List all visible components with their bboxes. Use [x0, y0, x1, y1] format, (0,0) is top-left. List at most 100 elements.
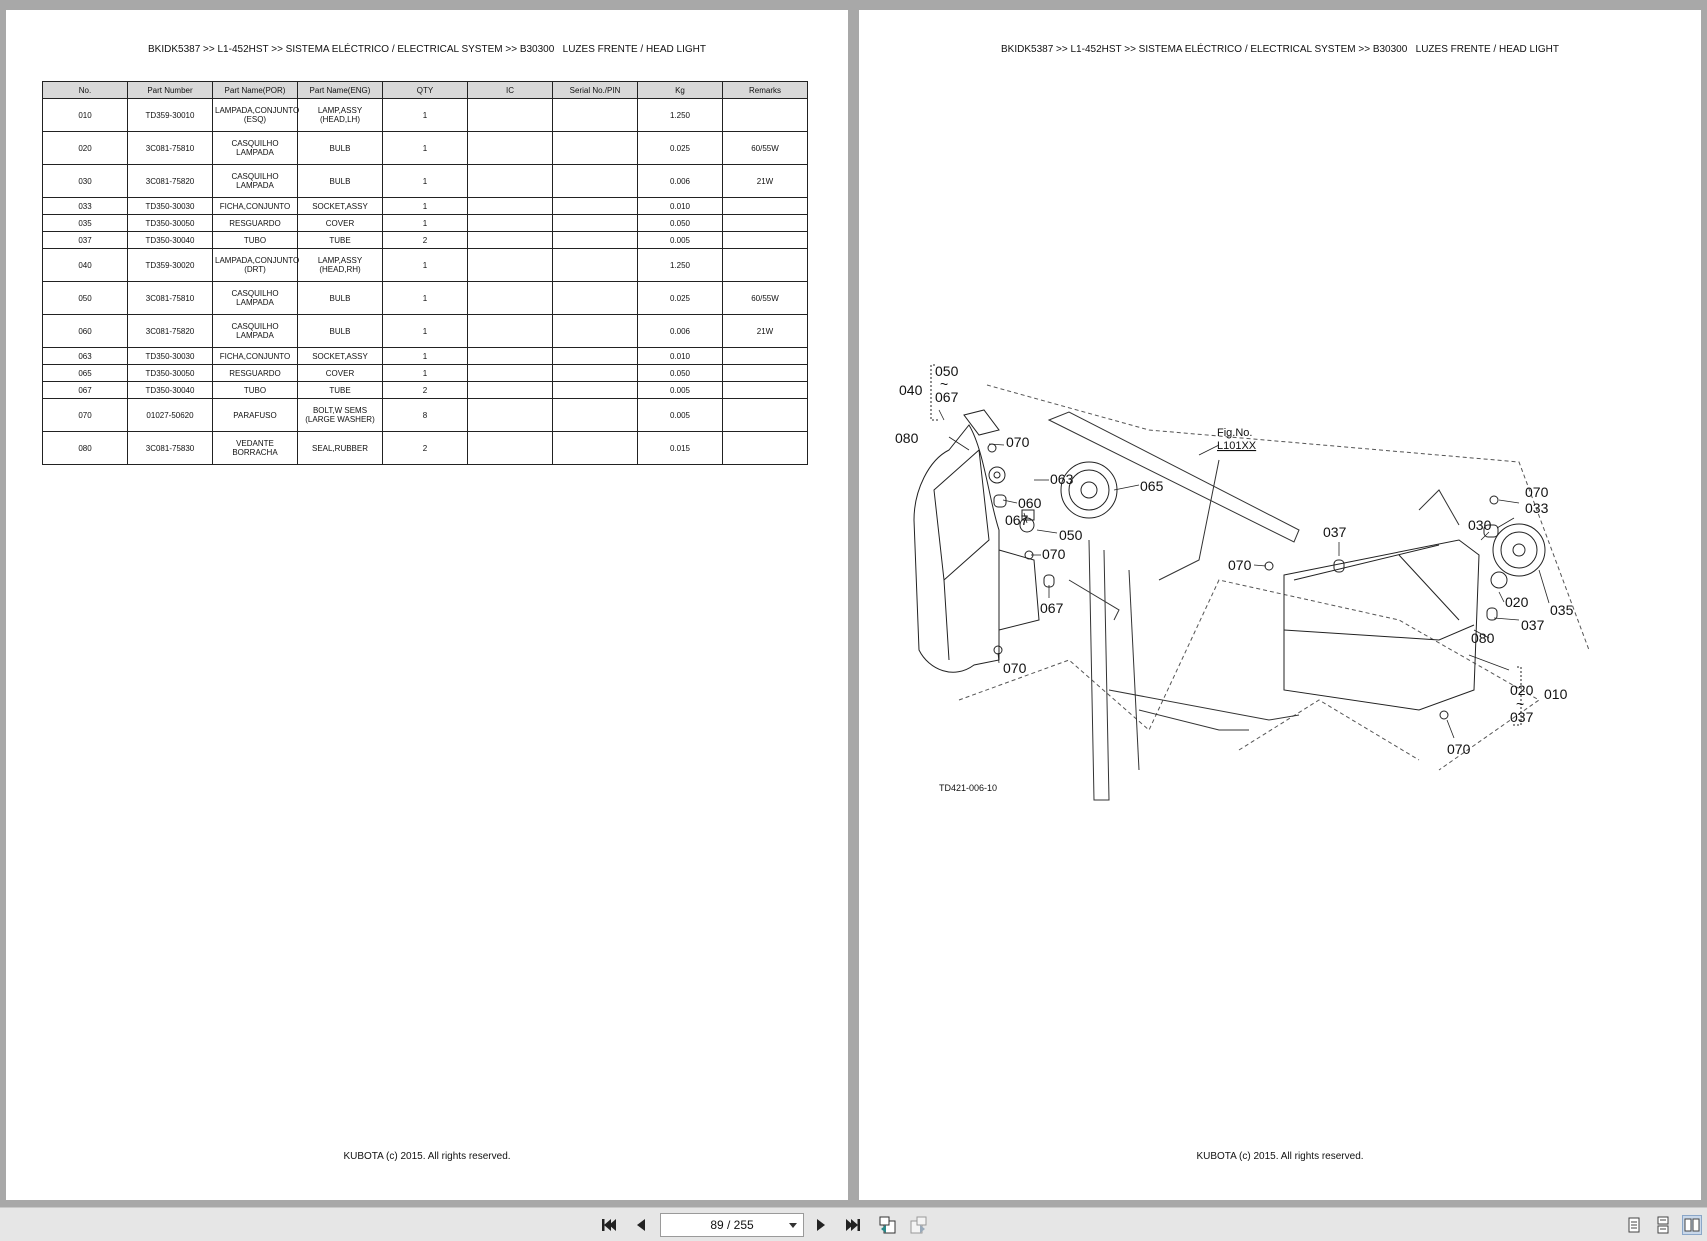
cell-name-por: TUBO [212, 381, 298, 399]
cell-kg: 0.010 [637, 197, 723, 215]
cell-part-number: 3C081-75810 [127, 131, 213, 165]
callout-labels: 050 ~ 040 067 080 070 063 060 065 067 05… [895, 363, 1574, 793]
cell-qty: 1 [382, 248, 468, 282]
table-row: 020 3C081-75810 CASQUILHO LAMPADA BULB 1… [42, 131, 808, 165]
col-header: Kg [637, 81, 723, 99]
callout: 065 [1140, 478, 1164, 494]
cell-remarks [722, 98, 808, 132]
cell-name-eng: LAMP,ASSY (HEAD,LH) [297, 98, 383, 132]
table-row: 067 TD350-30040 TUBO TUBE 2 0.005 [42, 381, 808, 399]
cell-serial [552, 398, 638, 432]
cell-no: 070 [42, 398, 128, 432]
cell-kg: 0.010 [637, 347, 723, 365]
cell-kg: 0.005 [637, 381, 723, 399]
cell-serial [552, 214, 638, 232]
callout: 020 [1510, 682, 1534, 698]
bracket-frame [1047, 411, 1460, 801]
frame-outline [958, 384, 1590, 771]
cell-ic [467, 281, 553, 315]
parts-table: No. Part Number Part Name(POR) Part Name… [42, 81, 808, 465]
callout: 033 [1525, 500, 1549, 516]
callout: 010 [1544, 686, 1568, 702]
cell-serial [552, 248, 638, 282]
table-row: 060 3C081-75820 CASQUILHO LAMPADA BULB 1… [42, 314, 808, 348]
cell-no: 033 [42, 197, 128, 215]
cell-qty: 1 [382, 131, 468, 165]
cell-part-number: TD350-30030 [127, 197, 213, 215]
cell-name-por: CASQUILHO LAMPADA [212, 131, 298, 165]
callout: 035 [1550, 602, 1574, 618]
first-page-button[interactable] [598, 1215, 620, 1235]
cell-kg: 1.250 [637, 98, 723, 132]
cell-part-number: TD350-30050 [127, 364, 213, 382]
cell-name-eng: TUBE [297, 231, 383, 249]
cell-name-eng: COVER [297, 214, 383, 232]
left-lamp-assembly [913, 409, 1118, 673]
cell-kg: 0.025 [637, 281, 723, 315]
cell-qty: 1 [382, 98, 468, 132]
single-page-view-button[interactable] [1623, 1215, 1645, 1235]
facing-pages-view-icon [1684, 1218, 1700, 1232]
cell-kg: 0.006 [637, 164, 723, 198]
cell-qty: 2 [382, 231, 468, 249]
cell-serial [552, 131, 638, 165]
cell-name-eng: BOLT,W SEMS (LARGE WASHER) [297, 398, 383, 432]
cell-qty: 1 [382, 314, 468, 348]
page-footer-left: KUBOTA (c) 2015. All rights reserved. [343, 1151, 511, 1162]
leader-lines [938, 409, 1550, 739]
cell-remarks [722, 248, 808, 282]
cell-kg: 0.005 [637, 231, 723, 249]
cell-serial [552, 231, 638, 249]
callout: 020 [1505, 594, 1529, 610]
page-indicator: 89 / 255 [710, 1218, 754, 1232]
cell-no: 080 [42, 431, 128, 465]
col-header: Part Name(POR) [212, 81, 298, 99]
cell-name-por: CASQUILHO LAMPADA [212, 314, 298, 348]
table-row: 050 3C081-75810 CASQUILHO LAMPADA BULB 1… [42, 281, 808, 315]
previous-page-button[interactable] [630, 1215, 652, 1235]
table-row: 033 TD350-30030 FICHA,CONJUNTO SOCKET,AS… [42, 197, 808, 215]
cell-part-number: TD350-30040 [127, 231, 213, 249]
next-page-button[interactable] [810, 1215, 832, 1235]
cell-remarks [722, 347, 808, 365]
page-number-field[interactable]: 89 / 255 [660, 1213, 804, 1237]
callout: 070 [1042, 546, 1066, 562]
cell-part-number: 3C081-75830 [127, 431, 213, 465]
back-view-button[interactable] [876, 1215, 898, 1235]
continuous-view-button[interactable] [1652, 1215, 1674, 1235]
callout: 080 [895, 430, 919, 446]
cell-ic [467, 197, 553, 215]
facing-pages-view-button[interactable] [1682, 1215, 1702, 1235]
next-page-icon [817, 1219, 825, 1231]
cell-kg: 0.006 [637, 314, 723, 348]
cell-ic [467, 381, 553, 399]
cell-qty: 8 [382, 398, 468, 432]
cell-ic [467, 347, 553, 365]
viewer-toolbar: 89 / 255 [0, 1207, 1707, 1241]
col-header: IC [467, 81, 553, 99]
cell-name-eng: BULB [297, 164, 383, 198]
callout: ~ [1516, 696, 1524, 712]
cell-remarks [722, 214, 808, 232]
cell-name-por: LAMPADA,CONJUNTO (DRT) [212, 248, 299, 282]
callout: ~ [940, 376, 948, 392]
chevron-down-icon[interactable] [789, 1223, 797, 1228]
cell-remarks [722, 381, 808, 399]
forward-view-button[interactable] [908, 1215, 930, 1235]
cell-name-por: VEDANTE BORRACHA [212, 431, 298, 465]
cell-remarks [722, 364, 808, 382]
cell-serial [552, 197, 638, 215]
cell-kg: 0.005 [637, 398, 723, 432]
grouping-brackets [930, 364, 1522, 726]
cell-remarks [722, 431, 808, 465]
cell-no: 035 [42, 214, 128, 232]
first-page-icon [602, 1219, 616, 1231]
cell-kg: 0.050 [637, 214, 723, 232]
right-lamp-assembly [1264, 495, 1546, 720]
cell-name-por: FICHA,CONJUNTO [212, 197, 298, 215]
callout: 060 [1018, 495, 1042, 511]
cell-kg: 0.025 [637, 131, 723, 165]
last-page-button[interactable] [842, 1215, 864, 1235]
callout: 070 [1003, 660, 1027, 676]
callout: 080 [1471, 630, 1495, 646]
